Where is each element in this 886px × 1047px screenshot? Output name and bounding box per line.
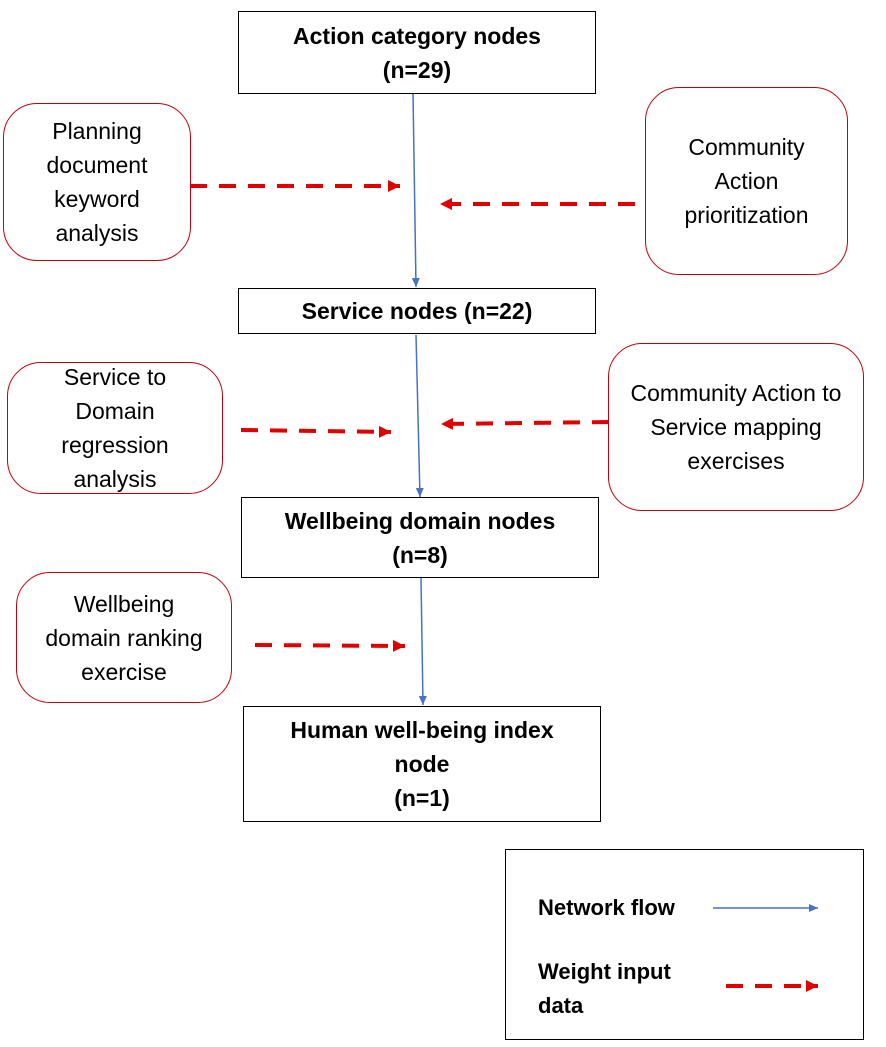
weight-edge-regression bbox=[240, 425, 392, 438]
node-label-line: Service nodes (n=22) bbox=[301, 298, 533, 324]
box-label-line: exercises bbox=[687, 448, 785, 474]
box-label-line: Community bbox=[688, 134, 805, 160]
weight-edge-ranking bbox=[254, 639, 406, 652]
box-label-line: Domain bbox=[75, 398, 155, 424]
domain-ranking-exercise-box: Wellbeing domain ranking exercise bbox=[16, 572, 232, 703]
legend-label-line: Network flow bbox=[538, 895, 675, 920]
box-label-line: keyword bbox=[54, 186, 140, 212]
service-node: Service nodes (n=22) bbox=[238, 288, 596, 334]
box-label-line: Service to bbox=[63, 364, 167, 390]
box-label-line: analysis bbox=[73, 466, 157, 492]
node-label-line: Human well-being index bbox=[290, 717, 554, 743]
weight-edge-mapping bbox=[440, 417, 610, 430]
wellbeing-domain-node: Wellbeing domain nodes (n=8) bbox=[241, 497, 599, 578]
node-label-line: (n=8) bbox=[392, 541, 448, 568]
legend-label-line: Weight input bbox=[538, 959, 671, 984]
box-label-line: Wellbeing bbox=[73, 590, 175, 617]
planning-keyword-analysis-box: Planning document keyword analysis bbox=[3, 103, 191, 261]
flow-edge-wellbeing-to-index bbox=[418, 577, 427, 706]
flow-edge-action-to-service bbox=[411, 92, 420, 288]
box-label-line: Action bbox=[714, 168, 779, 194]
node-label-line: (n=1) bbox=[394, 785, 450, 811]
box-label-line: exercise bbox=[81, 658, 167, 685]
service-mapping-exercises-box: Community Action to Service mapping exer… bbox=[608, 343, 864, 511]
legend-weight-input-label: Weight input data bbox=[538, 955, 671, 1023]
node-label-line: node bbox=[394, 751, 450, 777]
box-label-line: document bbox=[46, 152, 148, 178]
community-action-prioritization-box: Community Action prioritization bbox=[645, 87, 848, 275]
box-label-line: analysis bbox=[55, 220, 139, 246]
box-label-line: Community Action to bbox=[630, 380, 842, 406]
node-label-line: (n=29) bbox=[382, 56, 452, 83]
action-category-node: Action category nodes (n=29) bbox=[238, 11, 596, 94]
node-label-line: Wellbeing domain nodes bbox=[284, 507, 556, 534]
legend-label-line: data bbox=[538, 993, 584, 1018]
box-label-line: domain ranking bbox=[45, 624, 203, 651]
legend-network-flow-label: Network flow bbox=[538, 891, 675, 925]
box-label-line: Planning bbox=[52, 118, 142, 144]
box-label-line: Service mapping bbox=[650, 414, 822, 440]
node-label-line: Action category nodes bbox=[293, 22, 541, 49]
legend bbox=[505, 849, 864, 1040]
wellbeing-index-node: Human well-being index node (n=1) bbox=[243, 706, 601, 822]
box-label-line: prioritization bbox=[684, 202, 809, 228]
flow-edge-service-to-wellbeing bbox=[415, 334, 424, 498]
box-label-line: regression bbox=[61, 432, 169, 458]
regression-analysis-box: Service to Domain regression analysis bbox=[7, 362, 223, 494]
